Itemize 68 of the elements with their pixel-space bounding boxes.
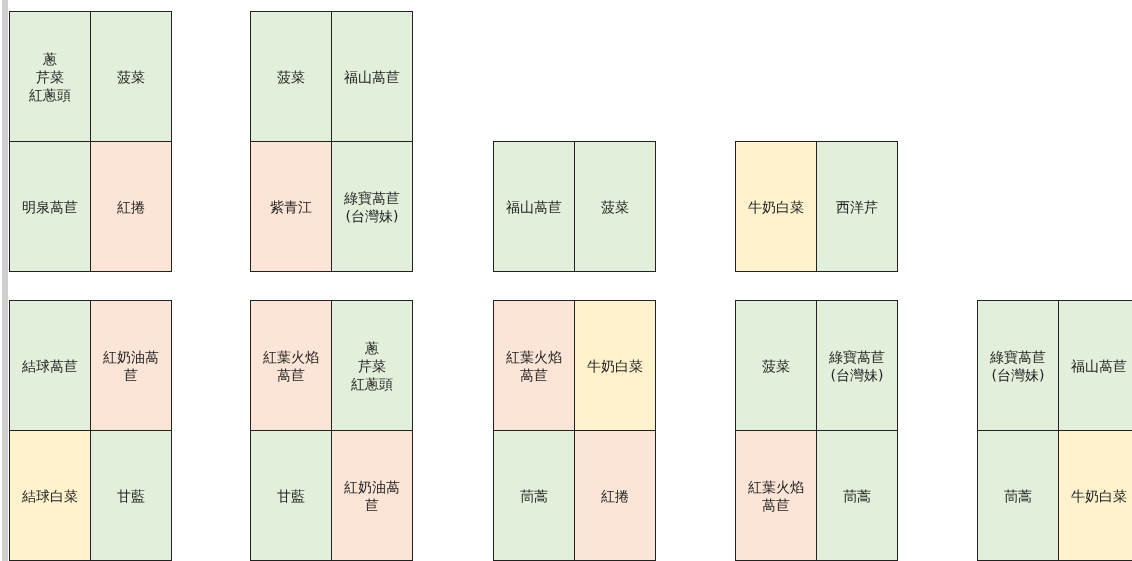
planting-cell (9, 430, 91, 561)
plant-name: 紅捲 (117, 197, 145, 216)
plant-name: 菠菜 (601, 197, 629, 216)
planting-cell (9, 11, 91, 142)
planting-cell (816, 141, 898, 272)
plant-name: 甘藍 (277, 486, 305, 505)
plant-name: 福山萵苣 (506, 197, 562, 216)
plant-name: 紅葉火焰萵苣 (262, 347, 320, 384)
planting-cell (9, 141, 91, 272)
plant-name: 芹菜 (358, 356, 386, 375)
planting-cell (1058, 300, 1132, 431)
planting-cell (735, 300, 817, 431)
planting-cell (493, 430, 575, 561)
planting-cell (977, 300, 1059, 431)
plant-name: 菠菜 (762, 356, 790, 375)
plant-name: 紅奶油萵苣 (102, 347, 160, 384)
plant-name: 綠寶萵苣(台灣妹) (989, 347, 1047, 384)
planting-cell (250, 11, 332, 142)
plant-name: 紫青江 (270, 197, 312, 216)
plant-name: 紅蔥頭 (29, 85, 71, 104)
plant-name: 明泉萵苣 (22, 197, 78, 216)
plant-name: 茼蒿 (843, 486, 871, 505)
planting-cell (816, 300, 898, 431)
planting-cell (331, 430, 413, 561)
plant-name: 菠菜 (277, 67, 305, 86)
planting-cell (574, 141, 656, 272)
planting-cell (735, 430, 817, 561)
planting-cell (1058, 430, 1132, 561)
plant-name: 菠菜 (117, 67, 145, 86)
planting-cell (90, 11, 172, 142)
plant-name: 茼蒿 (1004, 486, 1032, 505)
planting-cell (9, 300, 91, 431)
plant-name: 牛奶白菜 (587, 356, 643, 375)
planting-cell (331, 300, 413, 431)
plant-name: 茼蒿 (520, 486, 548, 505)
planting-cell (816, 430, 898, 561)
plant-name: 西洋芹 (836, 197, 878, 216)
plant-name: 紅葉火焰萵苣 (747, 477, 805, 514)
planting-cell (574, 430, 656, 561)
plant-name: 牛奶白菜 (748, 197, 804, 216)
planting-cell (977, 430, 1059, 561)
planting-cell (735, 141, 817, 272)
plant-name: 牛奶白菜 (1071, 486, 1127, 505)
planting-cell (250, 141, 332, 272)
plant-name: 綠寶萵苣(台灣妹) (828, 347, 886, 384)
planting-cell (250, 430, 332, 561)
planting-cell (250, 300, 332, 431)
plant-name: 蔥 (43, 49, 57, 68)
planting-cell (574, 300, 656, 431)
plant-name: 福山萵苣 (344, 67, 400, 86)
planting-cell (493, 141, 575, 272)
plant-name: 綠寶萵苣(台灣妹) (343, 188, 401, 225)
planting-cell (90, 141, 172, 272)
plant-name: 結球白菜 (22, 486, 78, 505)
planting-cell (493, 300, 575, 431)
plant-name: 紅捲 (601, 486, 629, 505)
plant-name: 蔥 (365, 338, 379, 357)
plant-name: 紅葉火焰萵苣 (505, 347, 563, 384)
planting-cell (331, 141, 413, 272)
plant-name: 芹菜 (36, 67, 64, 86)
planting-cell (331, 11, 413, 142)
plant-name: 結球萵苣 (22, 356, 78, 375)
plant-name: 紅蔥頭 (351, 374, 393, 393)
plant-name: 福山萵苣 (1071, 356, 1127, 375)
planting-cell (90, 300, 172, 431)
planting-cell (90, 430, 172, 561)
plant-name: 紅奶油萵苣 (343, 477, 401, 514)
plant-name: 甘藍 (117, 486, 145, 505)
